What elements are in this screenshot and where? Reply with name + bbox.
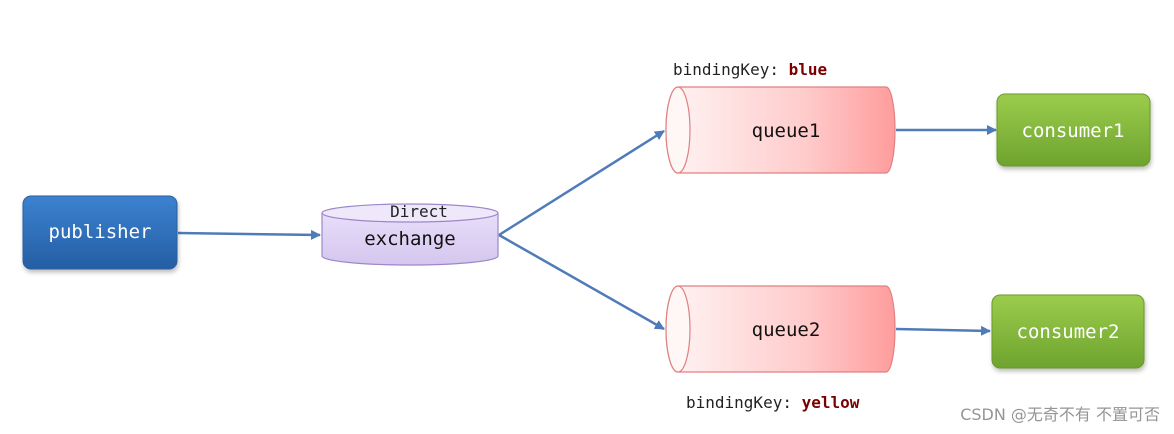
csdn-watermark: CSDN @无奇不有 不置可否 <box>960 405 1160 424</box>
binding-key-queue1: bindingKey: blue <box>673 60 827 79</box>
arrow-exchange-to-queue1 <box>498 129 665 237</box>
arrow-queue2-to-consumer2 <box>895 325 991 336</box>
exchange-type-label: Direct <box>390 202 448 221</box>
consumer1-node <box>996 93 1151 167</box>
consumer2-node <box>991 294 1145 369</box>
publisher-label: publisher <box>49 221 152 243</box>
queue1-label: queue1 <box>752 120 821 142</box>
binding-key-queue2: bindingKey: yellow <box>686 393 860 412</box>
consumer1-label: consumer1 <box>1022 120 1125 142</box>
binding-key-queue2-prefix: bindingKey: <box>686 393 802 412</box>
exchange-node <box>321 203 499 266</box>
queue1-node <box>665 86 896 174</box>
consumer2-label: consumer2 <box>1017 321 1120 343</box>
queue2-node <box>665 285 896 373</box>
publisher-node <box>22 195 178 270</box>
arrow-exchange-to-queue2 <box>498 233 665 331</box>
queue2-label: queue2 <box>752 319 821 341</box>
arrow-publisher-to-exchange <box>177 229 321 240</box>
binding-key-queue1-value: blue <box>789 60 828 79</box>
exchange-label: exchange <box>364 228 456 250</box>
binding-key-queue1-prefix: bindingKey: <box>673 60 789 79</box>
binding-key-queue2-value: yellow <box>802 393 860 412</box>
